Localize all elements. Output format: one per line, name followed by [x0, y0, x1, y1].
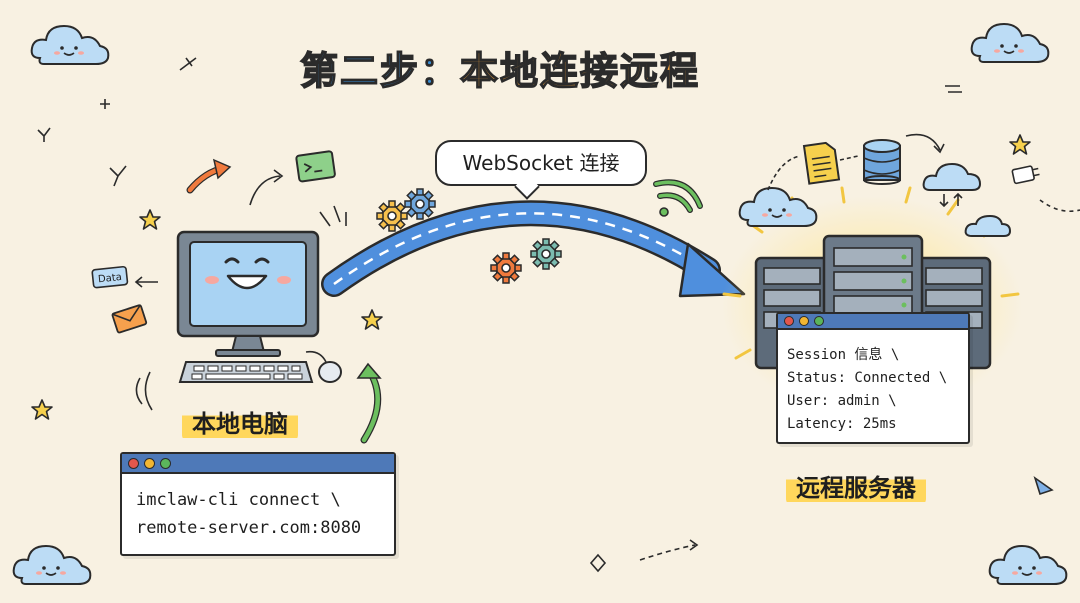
- wifi-icon: [653, 179, 703, 217]
- star-icon: [361, 309, 383, 330]
- cloud-icon: [970, 23, 1050, 63]
- cloud-icon: [738, 187, 818, 227]
- close-dot: [784, 316, 794, 326]
- document-icon: [802, 141, 841, 185]
- terminal-icon: [295, 150, 336, 183]
- star-icon: [1009, 134, 1031, 155]
- user-line: User: admin \: [787, 393, 897, 409]
- envelope-icon: [111, 304, 148, 334]
- window-titlebar: [778, 314, 968, 330]
- minimize-dot: [144, 457, 155, 469]
- command-line-2: remote-server.com:8080: [136, 518, 362, 538]
- plug-icon: [1011, 165, 1040, 185]
- title-main: 本地连接远程: [459, 48, 701, 94]
- star-icon: [31, 399, 53, 420]
- maximize-dot: [160, 457, 171, 469]
- minimize-dot: [799, 316, 809, 326]
- gear-icon: [530, 238, 562, 270]
- terminal-window: imclaw-cli connect \ remote-server.com:8…: [120, 452, 396, 556]
- gear-icon: [404, 188, 436, 220]
- connection-label: WebSocket 连接: [435, 140, 647, 186]
- local-computer-label: 本地电脑: [182, 402, 298, 441]
- gear-icon: [376, 200, 408, 232]
- command-line-1: imclaw-cli connect \: [136, 490, 341, 510]
- svg-text:Data: Data: [98, 272, 123, 285]
- keyboard-icon: [178, 361, 314, 383]
- cloud-icon: [964, 214, 1012, 237]
- computer-icon: [176, 230, 320, 357]
- maximize-dot: [814, 316, 824, 326]
- session-info-line: Session 信息 \: [787, 347, 900, 363]
- mouse-icon: [318, 361, 342, 383]
- window-titlebar: [122, 454, 394, 474]
- page-title: 第二步：本地连接远程: [299, 40, 800, 100]
- session-panel: Session 信息 \ Status: Connected \ User: a…: [776, 312, 970, 444]
- status-line: Status: Connected \: [787, 370, 948, 386]
- title-step: 第二步：: [299, 48, 461, 94]
- cloud-icon: [12, 545, 92, 585]
- data-tag: Data: [91, 265, 129, 289]
- latency-line: Latency: 25ms: [787, 416, 897, 432]
- remote-server-label: 远程服务器: [786, 466, 926, 505]
- cloud-sync-icon: [922, 162, 982, 208]
- close-dot: [128, 457, 139, 469]
- sparkle-doodles: [37, 57, 1080, 573]
- cloud-icon: [30, 25, 110, 65]
- arrow-icon: [249, 175, 281, 206]
- gear-icon: [490, 252, 522, 284]
- cloud-icon: [988, 545, 1068, 585]
- star-icon: [139, 209, 161, 230]
- database-icon: [863, 139, 901, 185]
